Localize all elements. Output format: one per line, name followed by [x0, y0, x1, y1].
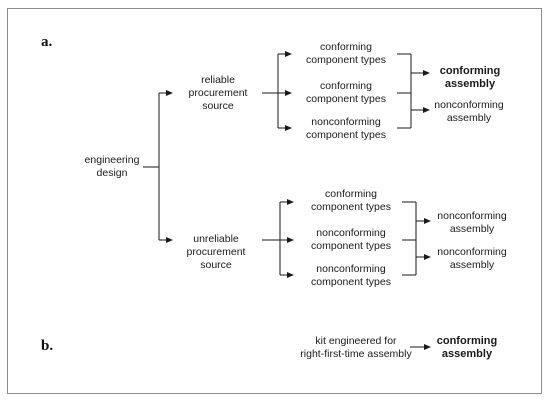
node-component-types: conforming component types — [306, 41, 386, 66]
arrowhead — [287, 272, 294, 278]
node-unreliable-source: unreliable procurement source — [186, 233, 246, 271]
node-engineering-design: engineering design — [84, 154, 140, 179]
arrowhead — [285, 51, 292, 57]
node-component-types: nonconforming component types — [311, 227, 391, 252]
node-component-types: conforming component types — [306, 80, 386, 105]
arrowhead — [166, 90, 173, 96]
arrowhead — [287, 199, 294, 205]
arrowhead — [285, 90, 292, 96]
arrowhead — [285, 125, 292, 131]
arrowhead — [287, 237, 294, 243]
node-component-types: conforming component types — [311, 188, 391, 213]
node-component-types: nonconforming component types — [311, 263, 391, 288]
node-reliable-source: reliable procurement source — [188, 74, 248, 112]
node-conforming-assembly-b: conforming assembly — [436, 335, 498, 360]
arrowhead — [423, 70, 430, 76]
node-kit-engineered: kit engineered for right-first-time asse… — [300, 335, 412, 360]
figure-frame — [7, 8, 542, 394]
node-conforming-assembly: conforming assembly — [439, 65, 501, 90]
arrowhead — [424, 254, 431, 260]
arrowhead — [166, 237, 173, 243]
arrowhead — [424, 218, 431, 224]
node-nonconforming-assembly: nonconforming assembly — [437, 246, 507, 271]
arrowhead — [424, 344, 431, 350]
arrowhead — [423, 107, 430, 113]
node-nonconforming-assembly: nonconforming assembly — [437, 210, 507, 235]
panel-label-a: a. — [41, 34, 53, 50]
node-component-types: nonconforming component types — [306, 116, 386, 141]
panel-label-b: b. — [41, 338, 54, 354]
node-nonconforming-assembly: nonconforming assembly — [434, 99, 504, 124]
